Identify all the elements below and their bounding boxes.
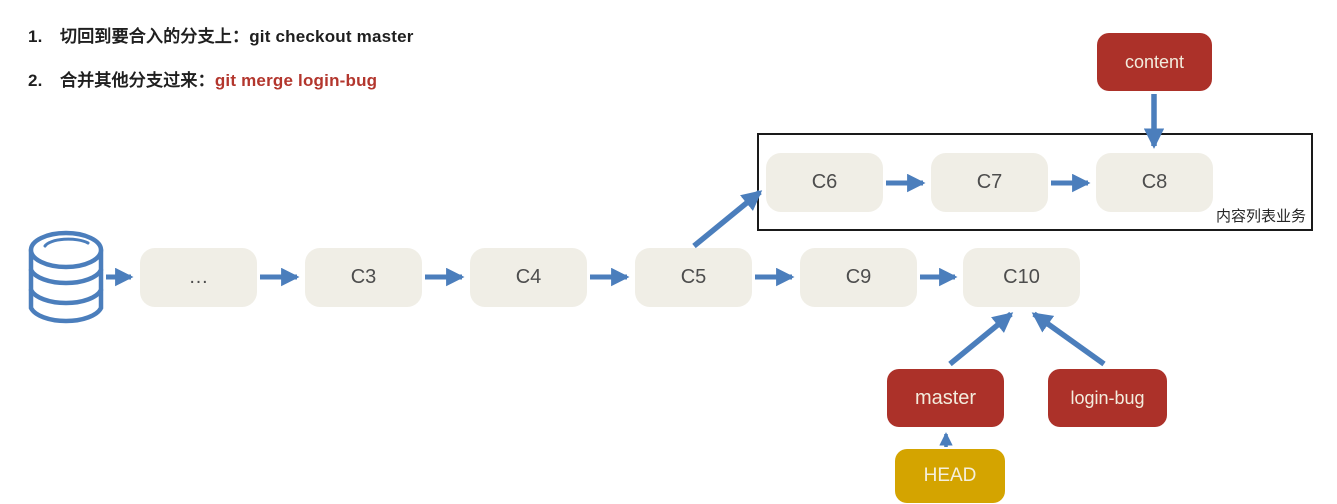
commit-node-c10: C10 xyxy=(963,248,1080,307)
commit-node-c9: C9 xyxy=(800,248,917,307)
branch-group-box: 内容列表业务 xyxy=(757,133,1313,231)
instruction-line-2: 2. 合并其他分支过来：git merge login-bug xyxy=(28,66,377,91)
commit-node-ellipsis: … xyxy=(140,248,257,307)
branch-box-label: 内容列表业务 xyxy=(1215,208,1306,225)
commit-node-c5: C5 xyxy=(635,248,752,307)
branch-tag-login-bug: login-bug xyxy=(1048,369,1167,427)
instruction-2-text: 合并其他分支过来： xyxy=(60,71,215,90)
branch-tag-content: content xyxy=(1097,33,1212,91)
branch-tag-master: master xyxy=(887,369,1004,427)
instruction-1-text: 切回到要合入的分支上： xyxy=(60,27,250,46)
commit-node-c8: C8 xyxy=(1096,153,1213,212)
instruction-line-1: 1. 切回到要合入的分支上：git checkout master xyxy=(28,22,414,47)
arrow-c5-to-c6 xyxy=(692,189,763,249)
arrow-master-to-c10 xyxy=(948,311,1014,367)
head-tag: HEAD xyxy=(895,449,1005,503)
arrow-login-bug-to-c10 xyxy=(1031,311,1106,367)
instruction-1-number: 1. xyxy=(28,27,43,46)
instruction-2-command: git merge login-bug xyxy=(214,71,378,90)
commit-node-c7: C7 xyxy=(931,153,1048,212)
commit-node-c6: C6 xyxy=(766,153,883,212)
commit-node-c4: C4 xyxy=(470,248,587,307)
commit-node-c3: C3 xyxy=(305,248,422,307)
instruction-1-command: git checkout master xyxy=(249,27,414,46)
instruction-2-number: 2. xyxy=(28,71,43,90)
repository-database-icon xyxy=(28,230,104,324)
